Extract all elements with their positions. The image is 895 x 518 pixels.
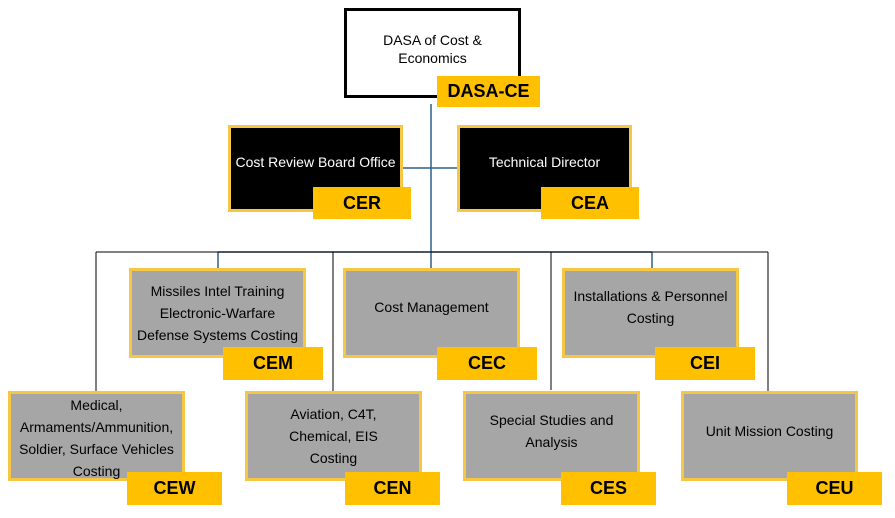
cer-code: CER — [313, 187, 411, 219]
cer-title: Cost Review Board Office — [235, 153, 396, 170]
dasa-ce-title: DASA of Cost & Economics — [383, 32, 482, 66]
cea-title: Technical Director — [488, 153, 601, 170]
ceu-box: Unit Mission Costing — [681, 391, 858, 481]
cem-box: Missiles Intel Training Electronic-Warfa… — [129, 268, 306, 358]
cec-code: CEC — [437, 347, 537, 380]
ceu-code: CEU — [787, 472, 882, 505]
cem-title: Missiles Intel Training Electronic-Warfa… — [136, 283, 299, 343]
cem-code: CEM — [223, 347, 323, 380]
ces-box: Special Studies and Analysis — [463, 391, 640, 481]
cew-title: Medical, Armaments/Ammunition, Soldier, … — [19, 397, 174, 479]
cew-box: Medical, Armaments/Ammunition, Soldier, … — [8, 391, 185, 481]
cew-code: CEW — [127, 472, 222, 505]
ces-title: Special Studies and Analysis — [489, 412, 614, 450]
cen-title: Aviation, C4T, Chemical, EIS Costing — [289, 406, 378, 466]
cen-code: CEN — [345, 472, 440, 505]
cei-title: Installations & Personnel Costing — [573, 288, 728, 326]
cei-box: Installations & Personnel Costing — [562, 268, 739, 358]
ceu-title: Unit Mission Costing — [705, 423, 834, 439]
dasa-ce-code: DASA-CE — [437, 76, 540, 107]
cei-code: CEI — [655, 347, 755, 380]
cec-title: Cost Management — [374, 299, 489, 315]
cen-box: Aviation, C4T, Chemical, EIS Costing — [245, 391, 422, 481]
ces-code: CES — [561, 472, 656, 505]
cea-code: CEA — [541, 187, 639, 219]
cec-box: Cost Management — [343, 268, 520, 358]
